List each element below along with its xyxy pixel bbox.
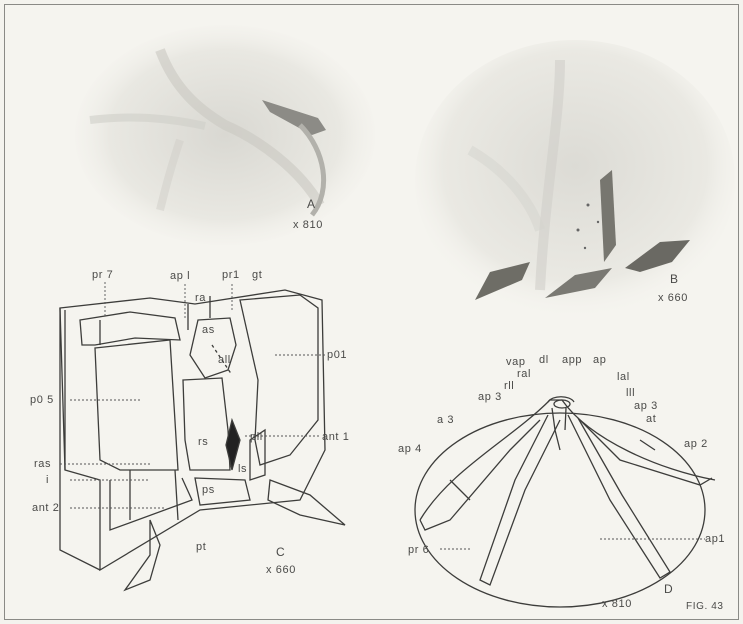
label-pr1: pr1: [222, 269, 240, 281]
label-ral: ral: [517, 368, 531, 380]
label-lal: lal: [617, 371, 630, 383]
label-gt: gt: [252, 269, 262, 281]
panel-b-magnification: x 660: [658, 292, 688, 304]
label-ls: ls: [238, 463, 247, 475]
panel-a-letter: A: [307, 198, 316, 210]
label-dl: dl: [539, 354, 549, 366]
panel-c-letter: C: [276, 546, 285, 558]
label-pll: pll: [250, 431, 263, 443]
label-p05: p0 5: [30, 394, 54, 406]
label-ap2: ap 2: [684, 438, 708, 450]
label-all: all: [218, 354, 231, 366]
label-ap1-d: ap1: [705, 533, 725, 545]
label-pr6: pr 6: [408, 544, 429, 556]
panel-c-magnification: x 660: [266, 564, 296, 576]
label-leader-lines: [60, 282, 705, 549]
label-rs: rs: [198, 436, 208, 448]
panel-d-drawing: [415, 397, 715, 607]
panel-b-letter: B: [670, 273, 679, 285]
label-at: at: [646, 413, 656, 425]
label-ap4: ap 4: [398, 443, 422, 455]
label-as: as: [202, 324, 215, 336]
panel-d-letter: D: [664, 583, 673, 595]
label-ras: ras: [34, 458, 51, 470]
figure-label: FIG. 43: [686, 601, 724, 613]
panel-d-magnification: x 810: [602, 598, 632, 610]
label-a3: a 3: [437, 414, 454, 426]
label-ps: ps: [202, 484, 215, 496]
label-lll: lll: [626, 387, 635, 399]
panel-b-micrograph: [415, 40, 735, 320]
label-ant2: ant 2: [32, 502, 59, 514]
label-rll: rll: [504, 380, 514, 392]
label-ap1-top: ap l: [170, 270, 190, 282]
label-p01: p01: [327, 349, 347, 361]
label-i: i: [46, 474, 49, 486]
label-ant1: ant 1: [322, 431, 349, 443]
label-ap3-right: ap 3: [634, 400, 658, 412]
panel-a-micrograph: [75, 25, 375, 245]
label-app: app: [562, 354, 582, 366]
label-pr7: pr 7: [92, 269, 113, 281]
label-ra: ra: [195, 292, 206, 304]
label-pt: pt: [196, 541, 206, 553]
label-vap: vap: [506, 356, 526, 368]
panel-a-magnification: x 810: [293, 219, 323, 231]
label-ap3-left: ap 3: [478, 391, 502, 403]
label-ap: ap: [593, 354, 606, 366]
